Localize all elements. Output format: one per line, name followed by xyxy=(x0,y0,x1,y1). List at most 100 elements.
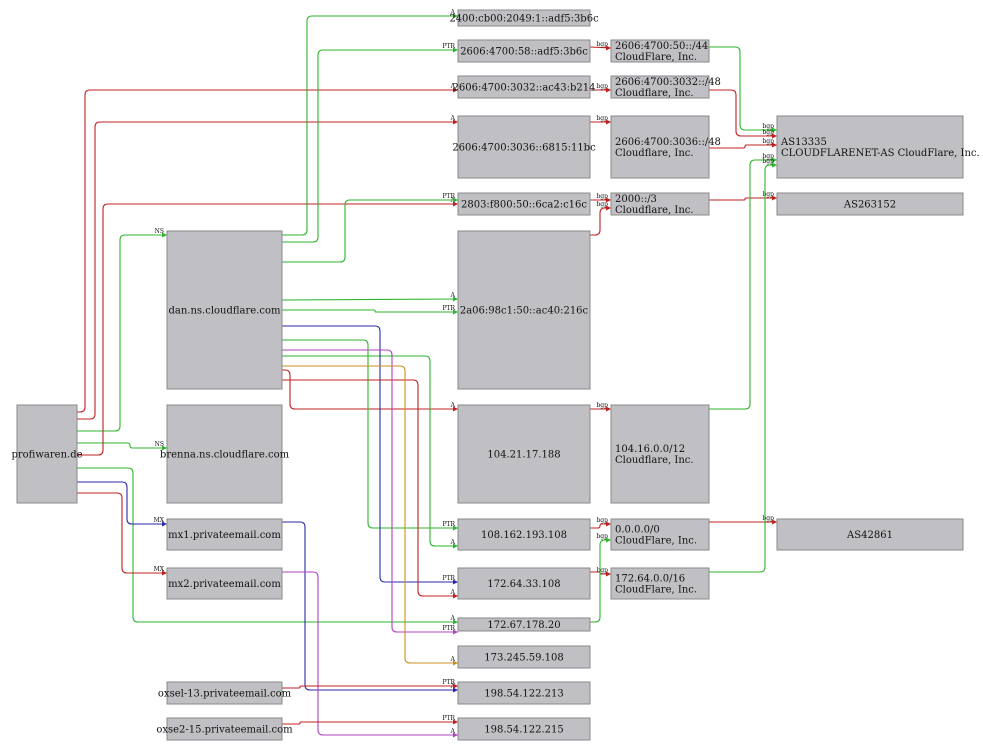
edge-line xyxy=(77,234,167,432)
edge-label: PTR xyxy=(442,43,455,50)
edge-arrowhead xyxy=(606,521,611,527)
edge-line xyxy=(282,199,458,263)
edge-arrowhead xyxy=(453,525,458,531)
edge-dan-v6f: PTR xyxy=(282,305,458,315)
edge-arrowhead xyxy=(606,197,611,203)
edge-label: PTR xyxy=(442,679,455,686)
edge-arrowhead xyxy=(606,571,611,577)
node-v6b[interactable]: 2606:4700:58::adf5:3b6c xyxy=(457,39,591,63)
edge-arrowhead xyxy=(453,87,458,93)
edge-pfx6-as3: bgp xyxy=(709,515,777,525)
edge-line xyxy=(282,325,458,583)
node-dan[interactable]: dan.ns.cloudflare.com xyxy=(166,230,283,390)
node-profiwaren[interactable]: profiwaren.de xyxy=(11,404,83,504)
node-box xyxy=(166,717,283,741)
node-ip6[interactable]: 198.54.122.213 xyxy=(457,681,591,705)
edge-label: bgp xyxy=(762,138,774,145)
edge-line xyxy=(282,521,458,691)
node-box xyxy=(776,192,964,216)
edge-arrowhead xyxy=(162,570,167,576)
edge-line xyxy=(282,685,458,689)
node-v6d[interactable]: 2606:4700:3036::6815:11bc xyxy=(452,115,596,179)
node-label: CloudFlare, Inc. xyxy=(615,585,697,596)
edge-line xyxy=(709,144,777,149)
node-ip7[interactable]: 198.54.122.215 xyxy=(457,717,591,741)
node-v6f[interactable]: 2a06:98c1:50::ac40:216c xyxy=(457,230,591,390)
edge-dan-ip5: A xyxy=(282,365,458,666)
edge-label: A xyxy=(450,115,456,122)
edge-ip1-pfx5: bgp xyxy=(590,402,611,412)
node-label: oxse2-15.privateemail.com xyxy=(156,725,293,736)
edge-mx2-ip7: A xyxy=(282,571,458,738)
node-box xyxy=(457,617,591,632)
edge-arrowhead xyxy=(606,45,611,51)
edge-arrowhead xyxy=(772,133,777,139)
edge-profiwaren-mx2: MX xyxy=(77,492,167,576)
edge-line xyxy=(282,379,458,597)
node-box xyxy=(457,75,591,99)
node-box xyxy=(610,567,710,600)
edge-line xyxy=(77,442,167,449)
node-v6c[interactable]: 2606:4700:3032::ac43:b214 xyxy=(453,75,596,99)
edge-label: bgp xyxy=(762,158,774,165)
node-box xyxy=(776,115,964,179)
node-as3[interactable]: AS42861 xyxy=(776,518,964,551)
edge-label: A xyxy=(450,539,456,546)
node-ip3[interactable]: 172.64.33.108 xyxy=(457,567,591,600)
node-label: Cloudflare, Inc. xyxy=(615,148,694,159)
node-ip5[interactable]: 173.245.59.108 xyxy=(457,645,591,669)
edge-profiwaren-mx1: MX xyxy=(77,481,167,527)
node-label: mx2.privateemail.com xyxy=(168,579,281,590)
node-box xyxy=(457,9,591,27)
node-ip1[interactable]: 104.21.17.188 xyxy=(457,404,591,504)
node-as2[interactable]: AS263152 xyxy=(776,192,964,216)
node-oxse215[interactable]: oxse2-15.privateemail.com xyxy=(156,717,293,741)
edge-line xyxy=(282,49,458,243)
node-mx1[interactable]: mx1.privateemail.com xyxy=(166,518,283,551)
edge-arrowhead xyxy=(453,732,458,738)
node-ip4[interactable]: 172.67.178.20 xyxy=(457,617,591,632)
edge-arrowhead xyxy=(772,127,777,133)
node-label: 2606:4700:3032::/48 xyxy=(615,77,721,88)
node-label: 104.16.0.0/12 xyxy=(615,444,685,455)
edge-label: NS xyxy=(155,228,164,235)
node-box xyxy=(166,681,283,705)
edge-arrowhead xyxy=(453,660,458,666)
node-ip2[interactable]: 108.162.193.108 xyxy=(457,518,591,551)
edge-arrowhead xyxy=(453,579,458,585)
node-box xyxy=(610,518,710,551)
edge-arrowhead xyxy=(453,309,458,315)
node-label: 198.54.122.215 xyxy=(484,725,564,736)
node-box xyxy=(16,404,78,504)
node-v6a[interactable]: 2400:cb00:2049:1::adf5:3b6c xyxy=(449,9,599,27)
node-mx2[interactable]: mx2.privateemail.com xyxy=(166,567,283,600)
edge-label: A xyxy=(450,402,456,409)
edge-arrowhead xyxy=(606,87,611,93)
edge-pfx2-as1: bgp xyxy=(709,89,777,139)
edge-arrowhead xyxy=(453,619,458,625)
edge-label: A xyxy=(450,728,456,735)
edge-line xyxy=(77,492,167,574)
edge-line xyxy=(282,365,458,664)
node-box xyxy=(610,192,710,216)
edge-pfx7-as1: bgp xyxy=(709,158,777,573)
edge-label: A xyxy=(450,292,456,299)
node-label: 2803:f800:50::6ca2:c16c xyxy=(461,200,587,211)
edge-line xyxy=(282,309,458,313)
edge-arrowhead xyxy=(453,719,458,725)
node-box xyxy=(610,404,710,504)
edge-dan-ip2: A xyxy=(282,355,458,549)
node-v6e[interactable]: 2803:f800:50::6ca2:c16c xyxy=(457,192,591,216)
edge-arrowhead xyxy=(453,406,458,412)
edge-arrowhead xyxy=(453,593,458,599)
node-oxsel13[interactable]: oxsel-13.privateemail.com xyxy=(158,681,292,705)
node-brenna[interactable]: brenna.ns.cloudflare.com xyxy=(160,404,290,504)
